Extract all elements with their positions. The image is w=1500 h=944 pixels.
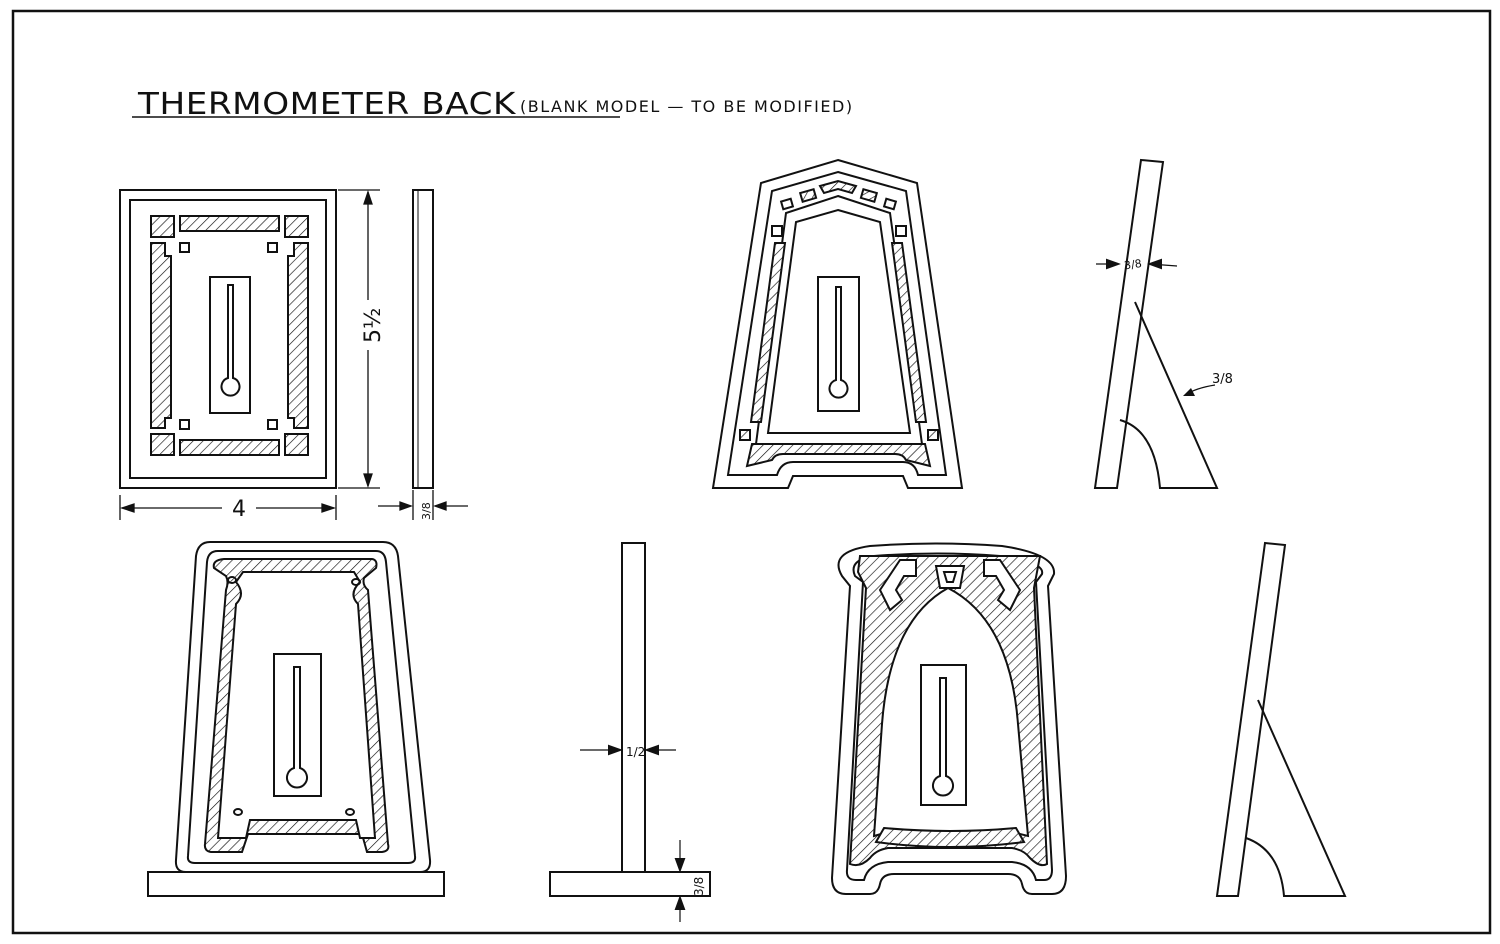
rectangular-back-front-view	[119, 189, 337, 489]
title-main: THERMOMETER BACK	[137, 87, 517, 122]
rectangular-back-side-view	[412, 189, 434, 489]
arched-back-front-view	[830, 542, 1068, 895]
sheet-border	[11, 9, 1492, 935]
brace-thickness-label: 3/8	[1212, 372, 1233, 387]
pointed-back-front-view	[711, 158, 964, 489]
arched-back-side-view	[1215, 541, 1347, 897]
stand-thickness-label: 1/2	[626, 745, 645, 759]
side-thickness-label: 3/8	[1123, 257, 1142, 272]
width-dimension-label: 4	[232, 497, 246, 522]
thickness-dimension-label: 3/8	[420, 502, 433, 520]
pointed-back-side-view	[1093, 158, 1219, 489]
dimension-lines-view1	[119, 189, 468, 520]
tapered-back-front-view	[147, 541, 445, 897]
height-dimension-label: 5½	[361, 308, 386, 343]
title-sub: (BLANK MODEL — TO BE MODIFIED)	[520, 97, 854, 116]
tapered-back-side-view	[549, 542, 711, 922]
base-thickness-label: 3/8	[692, 877, 706, 896]
